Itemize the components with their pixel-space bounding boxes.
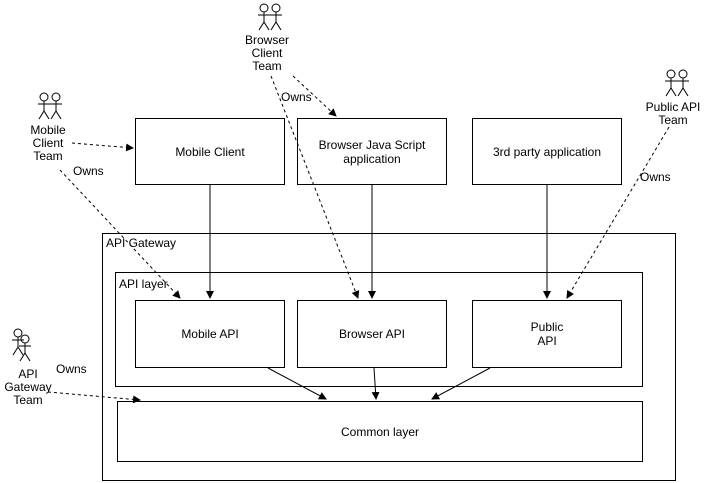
api-gateway-label: API Gateway [106, 236, 177, 250]
mobile-team-label: Mobile Client Team [30, 123, 66, 163]
browser-js-app-box[interactable]: Browser Java Script application [297, 118, 447, 185]
gateway-owns-label: Owns [56, 362, 87, 376]
api-layer-container [115, 272, 643, 387]
mobile-owns-label: Owns [73, 164, 104, 178]
public-api-team-icon [665, 69, 689, 97]
browser-team-label: Browser Client Team [244, 33, 289, 73]
api-gateway-team-icon [12, 328, 31, 362]
public-api-team-label: Public API Team [645, 100, 701, 127]
browser-owns-label: Owns [281, 90, 312, 104]
mobile-client-box[interactable]: Mobile Client [135, 118, 285, 185]
api-layer-label: API layer [119, 277, 168, 291]
common-layer-box[interactable]: Common layer [117, 401, 643, 462]
public-api-box[interactable]: Public API [472, 300, 622, 368]
api-gateway-container [102, 233, 676, 481]
browser-api-box[interactable]: Browser API [297, 300, 447, 368]
api-gateway-team-label: API Gateway Team [4, 367, 52, 407]
mobile-team-icon [38, 92, 62, 120]
public-owns-label: Owns [640, 170, 671, 184]
third-party-app-box[interactable]: 3rd party application [472, 118, 622, 185]
mobile-api-box[interactable]: Mobile API [135, 300, 285, 368]
browser-team-icon [258, 3, 282, 31]
